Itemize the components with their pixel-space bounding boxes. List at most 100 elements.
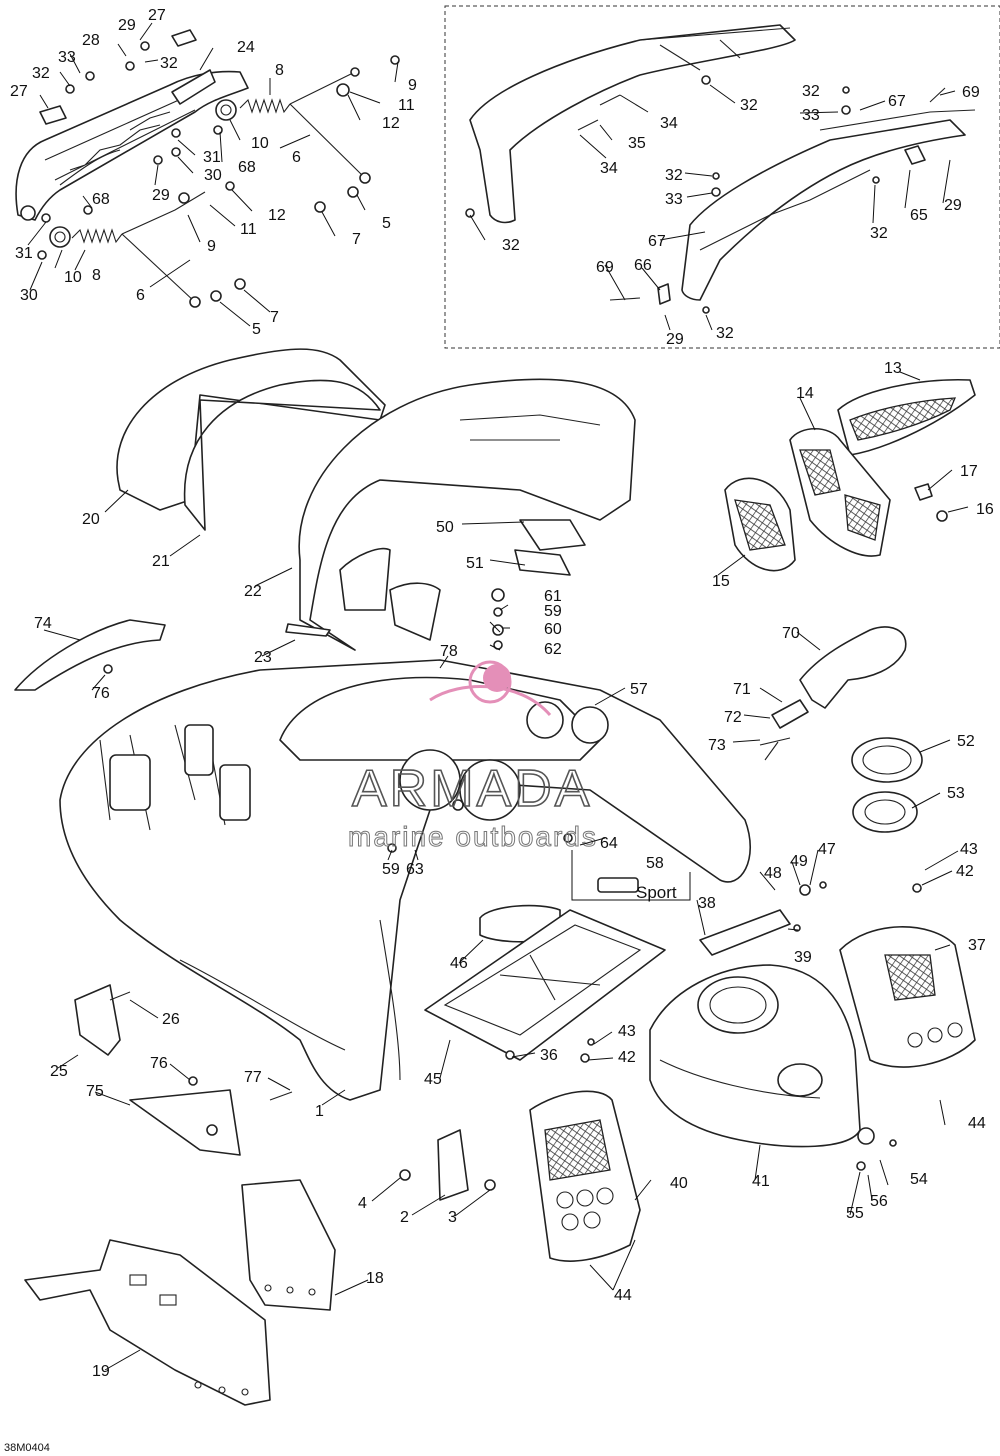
callout-label: 52 — [957, 733, 975, 750]
callout-label: 58 — [646, 855, 664, 872]
callout-label: 62 — [544, 641, 562, 658]
callout-label: 37 — [968, 937, 986, 954]
watermark-title: ARMADA — [352, 760, 592, 818]
callout-label: 2 — [400, 1209, 409, 1226]
callout-label: 67 — [888, 93, 906, 110]
callout-label: 7 — [270, 309, 279, 326]
upper-cover-panels — [14, 348, 636, 691]
callout-label: 32 — [740, 97, 758, 114]
callout-label: 24 — [237, 39, 255, 56]
callout-label: 78 — [440, 643, 458, 660]
callout-label: 59 — [544, 603, 562, 620]
callout-label: 8 — [92, 267, 101, 284]
callout-label: 31 — [15, 245, 33, 262]
callout-label: 33 — [665, 191, 683, 208]
callout-label: 32 — [870, 225, 888, 242]
callout-label: 22 — [244, 583, 262, 600]
callout-label: 32 — [665, 167, 683, 184]
rear-bracket-detail — [444, 5, 1000, 349]
callout-label: 47 — [818, 841, 836, 858]
callout-label: 53 — [947, 785, 965, 802]
callout-label: 12 — [382, 115, 400, 132]
callout-label: 42 — [618, 1049, 636, 1066]
callout-label: 6 — [292, 149, 301, 166]
callout-label: 35 — [628, 135, 646, 152]
callout-label: 11 — [398, 97, 415, 114]
callout-label: 32 — [32, 65, 50, 82]
callout-label: 63 — [406, 861, 424, 878]
callout-label: 33 — [802, 107, 820, 124]
callout-label: 39 — [794, 949, 812, 966]
callout-label: 67 — [648, 233, 666, 250]
callout-label: 18 — [366, 1270, 384, 1287]
drawing-code: 38M0404 — [4, 1442, 50, 1454]
callout-label: 46 — [450, 955, 468, 972]
callout-label: 7 — [352, 231, 361, 248]
callout-label: 12 — [268, 207, 286, 224]
callout-label: 29 — [152, 187, 170, 204]
callout-label: 54 — [910, 1171, 928, 1188]
callout-label: 48 — [764, 865, 782, 882]
watermark-subtitle: marine outboards — [348, 821, 598, 852]
callout-label: 74 — [34, 615, 52, 632]
callout-label: 33 — [58, 49, 76, 66]
callout-label: 44 — [614, 1287, 632, 1304]
callout-label: 27 — [148, 7, 166, 24]
callout-label: 34 — [660, 115, 678, 132]
callout-label: 66 — [634, 257, 652, 274]
callout-label: 5 — [252, 321, 261, 338]
callout-label: 30 — [204, 167, 222, 184]
callout-label: 27 — [10, 83, 28, 100]
callout-label: 31 — [203, 149, 221, 166]
callout-label: 51 — [466, 555, 484, 572]
callout-label: 9 — [408, 77, 417, 94]
callout-label: 15 — [712, 573, 730, 590]
callout-label: 49 — [790, 853, 808, 870]
callout-label: 55 — [846, 1205, 864, 1222]
callout-label: 32 — [802, 83, 820, 100]
callout-label: 43 — [960, 841, 978, 858]
callout-label: 70 — [782, 625, 800, 642]
callout-label: 11 — [240, 221, 257, 238]
callout-label: 71 — [733, 681, 751, 698]
callout-label: 13 — [884, 360, 902, 377]
callout-label: 40 — [670, 1175, 688, 1192]
leader-lines — [27, 22, 969, 1371]
callout-label: 5 — [382, 215, 391, 232]
callout-label: 60 — [544, 621, 562, 638]
callout-label: 25 — [50, 1063, 68, 1080]
callout-label: 9 — [207, 238, 216, 255]
callout-label: 34 — [600, 160, 618, 177]
callout-label: 28 — [82, 32, 100, 49]
callout-label: 41 — [752, 1173, 770, 1190]
watermark-logo-icon — [483, 664, 511, 692]
callout-label: 76 — [92, 685, 110, 702]
callout-label: 72 — [724, 709, 742, 726]
callout-label: 44 — [968, 1115, 986, 1132]
watermark: ARMADA marine outboards — [348, 660, 598, 853]
callout-label: 4 — [358, 1195, 367, 1212]
sport-badge: Sport — [571, 850, 691, 902]
callout-label: 69 — [596, 259, 614, 276]
handle-and-rings — [759, 626, 923, 833]
callout-label: 20 — [82, 511, 100, 528]
callout-label: 1 — [315, 1103, 324, 1120]
callout-label: 73 — [708, 737, 726, 754]
callout-label: 8 — [275, 62, 284, 79]
callout-label: 42 — [956, 863, 974, 880]
callout-label: 32 — [502, 237, 520, 254]
callout-label: 50 — [436, 519, 454, 536]
callout-label: 17 — [960, 463, 978, 480]
callout-label: 75 — [86, 1083, 104, 1100]
callout-label: 6 — [136, 287, 145, 304]
callout-label: 14 — [796, 385, 814, 402]
callout-label: 57 — [630, 681, 648, 698]
callout-label: 10 — [64, 269, 82, 286]
callout-label: 43 — [618, 1023, 636, 1040]
callout-label: 29 — [666, 331, 684, 348]
lower-brackets — [24, 984, 496, 1406]
callout-label: 26 — [162, 1011, 180, 1028]
callout-label: 68 — [92, 191, 110, 208]
